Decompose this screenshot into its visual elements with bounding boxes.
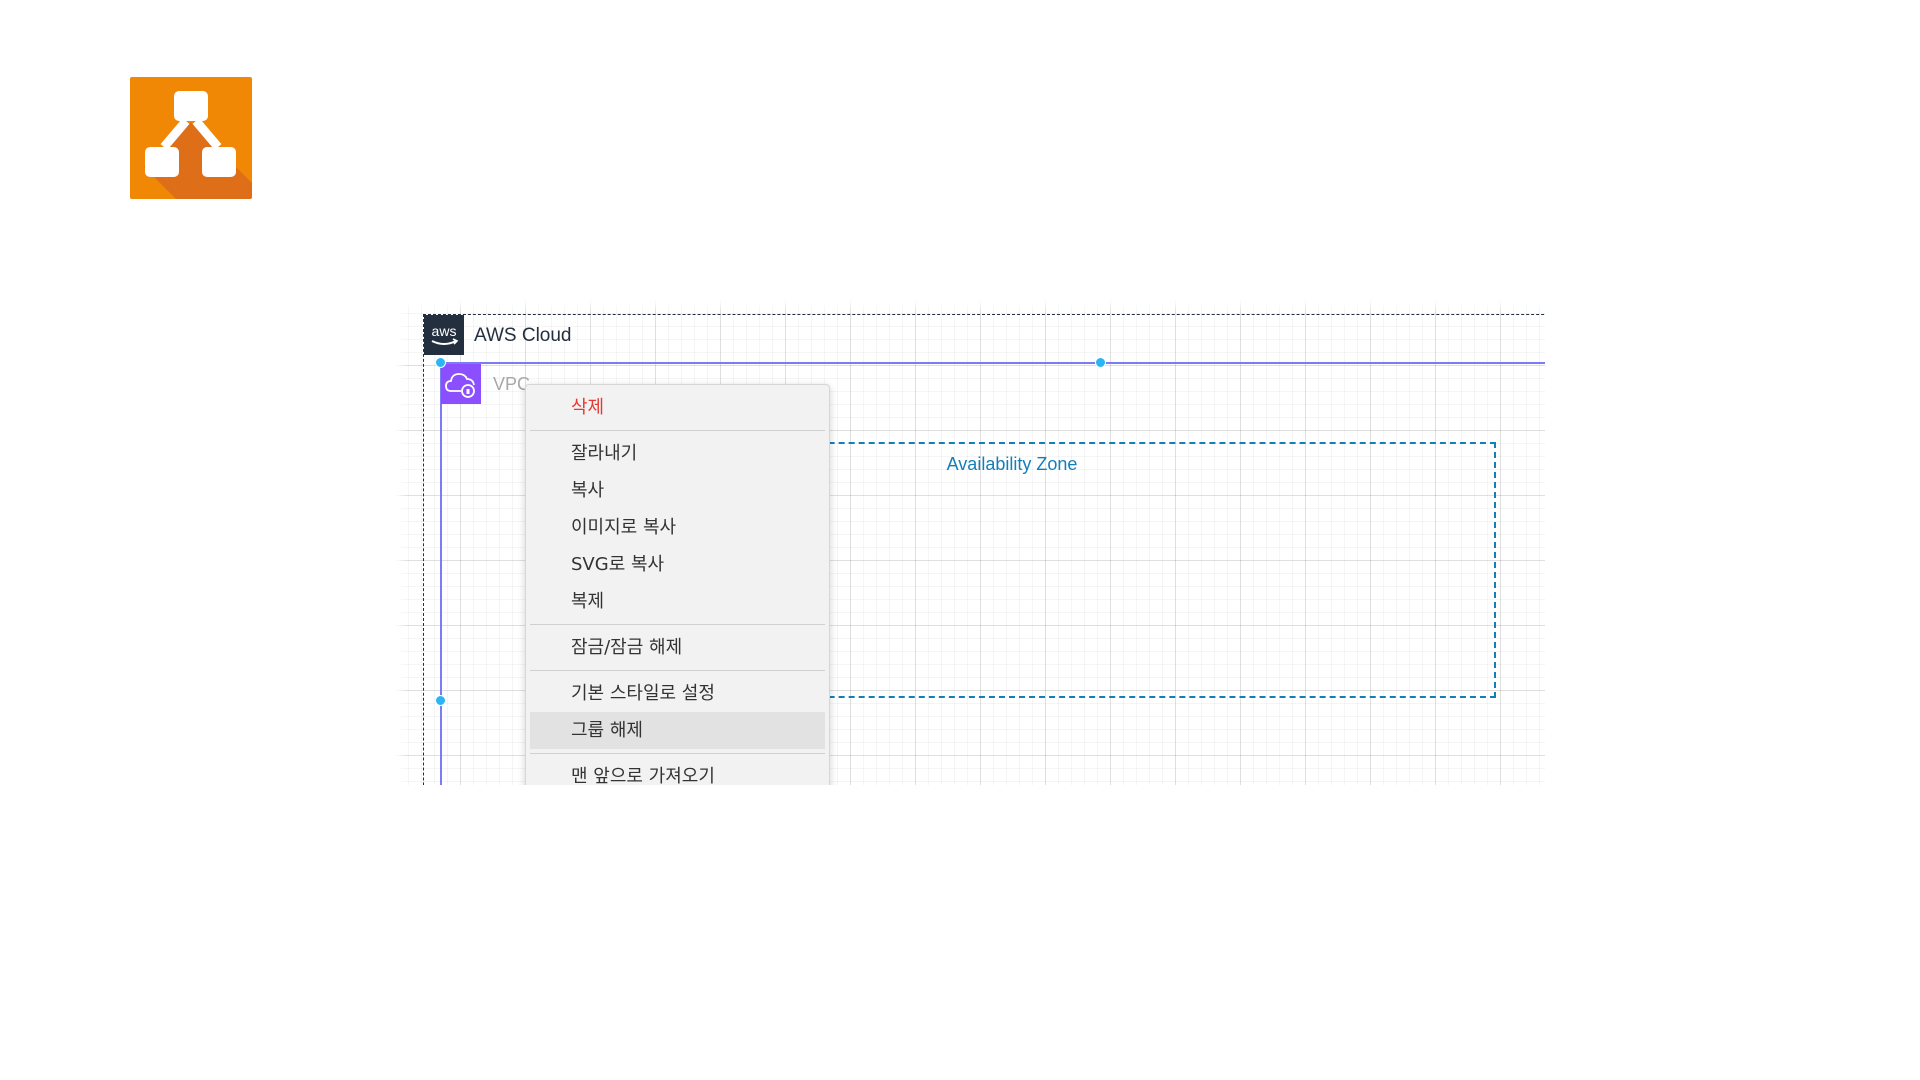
vpc-label: VPC	[493, 374, 531, 394]
aws-badge-text: aws	[432, 323, 457, 339]
menu-separator	[530, 670, 825, 671]
menu-item-copy[interactable]: 복사	[571, 480, 605, 501]
selection-handle-middle-left[interactable]	[435, 695, 446, 706]
menu-separator	[530, 753, 825, 754]
menu-separator	[530, 624, 825, 625]
vpc-cloud-lock-icon	[441, 364, 481, 404]
aws-cloud-group[interactable]: aws AWS Cloud	[423, 314, 1545, 785]
menu-separator	[530, 430, 825, 431]
menu-item-copy-as-image[interactable]: 이미지로 복사	[571, 517, 677, 538]
menu-item-cut[interactable]: 잘라내기	[571, 443, 638, 464]
availability-zone-label: Availability Zone	[946, 454, 1078, 474]
aws-cloud-label: AWS Cloud	[474, 325, 572, 346]
aws-logo-icon: aws	[424, 315, 464, 355]
context-menu: 삭제 잘라내기 복사 이미지로 복사 SVG로 복사 복제 잠금/잠금 해제 기…	[525, 384, 830, 785]
menu-item-lock-unlock[interactable]: 잠금/잠금 해제	[571, 637, 683, 658]
menu-item-set-as-default-style[interactable]: 기본 스타일로 설정	[571, 683, 715, 704]
vpc-group[interactable]: VPC	[440, 362, 1545, 785]
menu-item-duplicate[interactable]: 복제	[571, 591, 605, 612]
menu-item-delete[interactable]: 삭제	[571, 397, 605, 418]
drawio-logo-icon	[130, 77, 252, 199]
selection-handle-top-left[interactable]	[435, 357, 446, 368]
selection-handle-top-middle[interactable]	[1095, 357, 1106, 368]
menu-item-ungroup[interactable]: 그룹 해제	[530, 712, 825, 749]
menu-item-copy-as-svg[interactable]: SVG로 복사	[571, 554, 665, 575]
diagram-canvas[interactable]: aws AWS Cloud VPC Availability	[395, 300, 1545, 785]
menu-item-bring-to-front[interactable]: 맨 앞으로 가져오기	[571, 766, 715, 785]
